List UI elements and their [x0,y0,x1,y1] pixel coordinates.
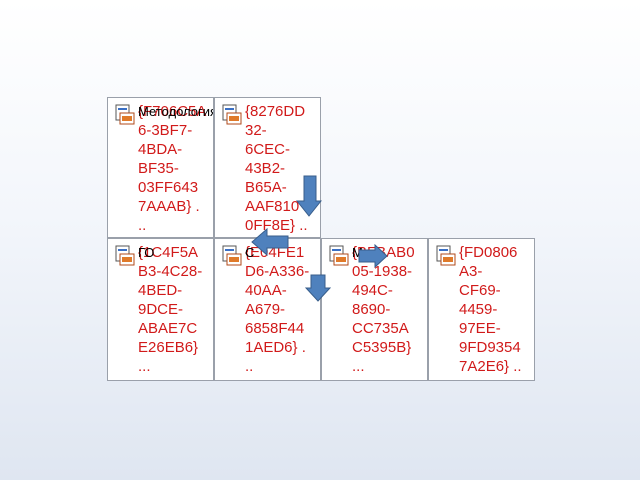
cell-guid-text: {BFBAB0 05-1938- 494C- 8690- CC735A C539… [352,244,415,375]
ole-object-icon [115,245,135,266]
arrow-down-icon[interactable] [305,274,331,302]
cell-guid-text: {E04FE1 D6-A336- 40AA- A679- 6858F44 1AE… [245,244,310,375]
table-cell[interactable]: {E04FE1 D6-A336- 40AA- A679- 6858F44 1AE… [214,238,321,381]
cell-guid-text: {1C4F5A B3-4C28- 4BED- 9DCE- ABAE7C E26E… [138,244,203,375]
table-cell[interactable]: {1C4F5A B3-4C28- 4BED- 9DCE- ABAE7C E26E… [107,238,214,381]
ole-object-icon [436,245,456,266]
arrow-right-icon[interactable] [358,244,388,268]
table-cell[interactable]: {FD0806 A3- CF69- 4459- 97EE- 9FD9354 7A… [428,238,535,381]
cell-overlay-text: Методология [138,104,214,119]
cell-overlay-text: ГО [138,245,155,260]
table-cell[interactable]: {8276DD 32- 6CEC- 43B2- B65A- AAF810 0FF… [214,97,321,238]
cell-overlay-text: С [245,245,255,260]
arrow-left-icon[interactable] [251,228,289,256]
cell-guid-text: {FD0806 A3- CF69- 4459- 97EE- 9FD9354 7A… [459,244,522,380]
table-cell[interactable]: {F706C5A 6-3BF7- 4BDA- BF35- 03FF643 7AA… [107,97,214,238]
ole-object-icon [222,245,242,266]
ole-object-icon [329,245,349,266]
ole-object-icon [115,104,135,125]
arrow-down-icon[interactable] [296,175,322,217]
ole-object-icon [222,104,242,125]
cell-guid-text: {F706C5A 6-3BF7- 4BDA- BF35- 03FF643 7AA… [138,103,207,234]
cell-guid-text: {8276DD 32- 6CEC- 43B2- B65A- AAF810 0FF… [245,103,308,237]
cell-overlay-text: М [352,245,363,260]
